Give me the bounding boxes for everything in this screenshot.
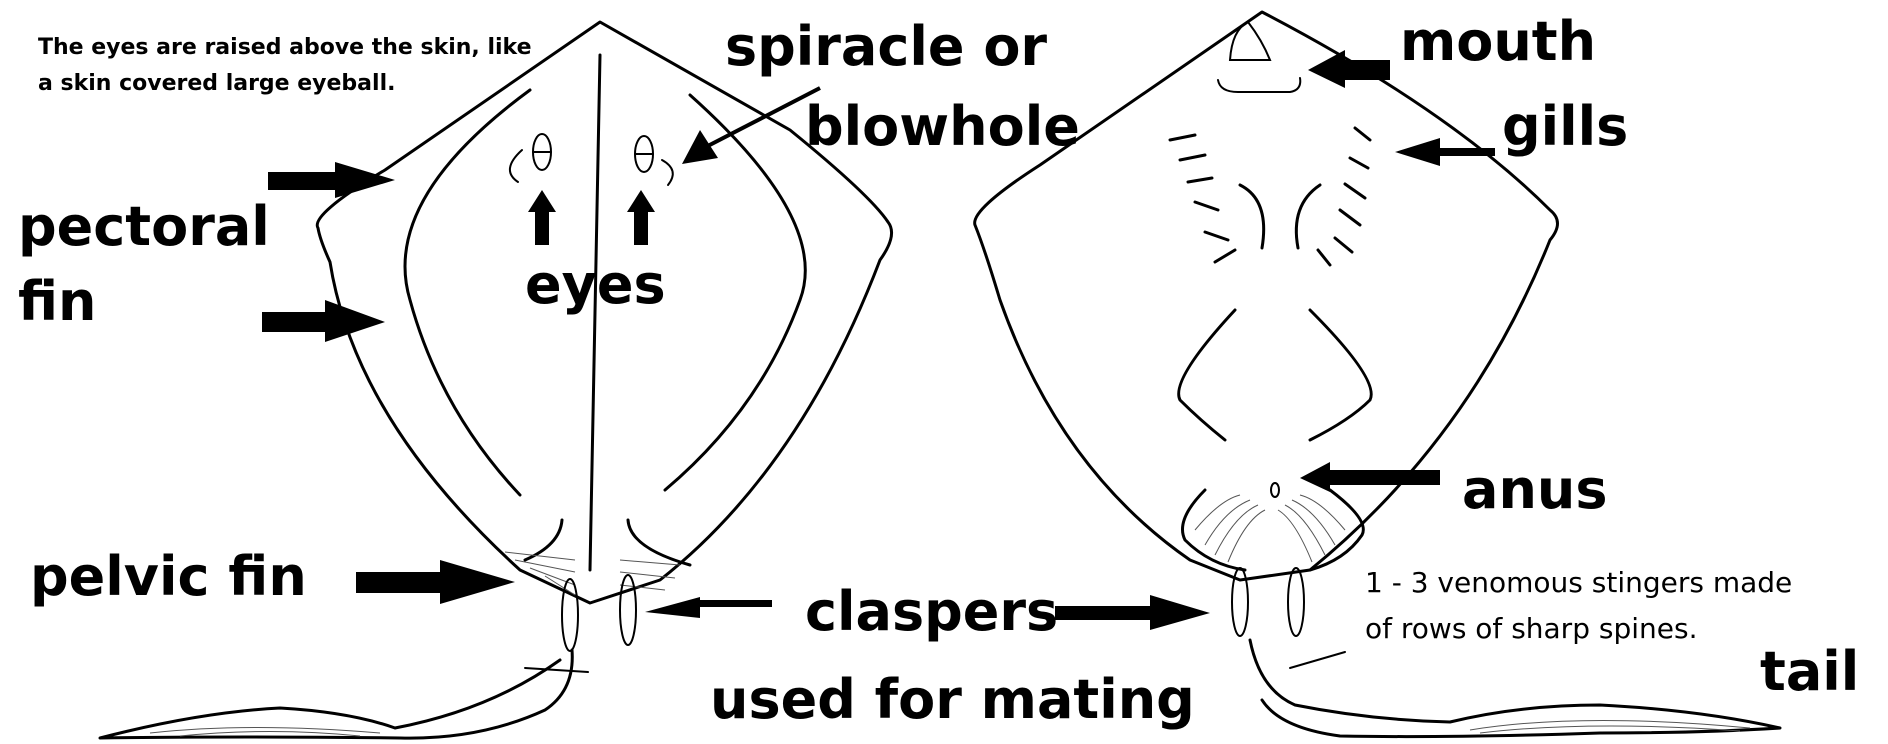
spiracle-label-line2: blowhole xyxy=(805,95,1080,158)
dorsal-pelvic-right xyxy=(628,520,690,565)
dorsal-spiracle-right xyxy=(662,160,673,185)
eye-arrow-left xyxy=(528,190,556,245)
spiracle-arrow-head xyxy=(682,130,718,164)
eye-arrow-right xyxy=(627,190,655,245)
ventral-tail xyxy=(1250,640,1780,737)
pectoral-fin-label-line1: pectoral xyxy=(18,195,270,258)
mouth-label: mouth xyxy=(1400,10,1596,73)
stingers-note-line2: of rows of sharp spines. xyxy=(1365,612,1697,645)
dorsal-tail xyxy=(100,650,572,738)
eyes-note-line2: a skin covered large eyeball. xyxy=(38,71,395,96)
stingers-note-line1: 1 - 3 venomous stingers made xyxy=(1365,566,1792,599)
mouth-arrow xyxy=(1308,50,1390,88)
dorsal-inner-left-curve xyxy=(405,90,530,495)
ventral-clasper-right xyxy=(1288,568,1304,636)
dorsal-spiracle-left xyxy=(510,150,522,182)
ventral-anus xyxy=(1271,483,1279,497)
gills-label: gills xyxy=(1502,95,1628,158)
dorsal-view-ray xyxy=(100,22,892,738)
eyes-note-line1: The eyes are raised above the skin, like xyxy=(38,35,532,60)
claspers-arrow-right xyxy=(1055,595,1210,630)
ventral-pelvic-hatching xyxy=(1195,495,1345,562)
ventral-gill-slits xyxy=(1170,128,1370,265)
pectoral-arrow-lower xyxy=(262,300,385,342)
gills-arrow xyxy=(1395,138,1495,166)
ventral-pelvic-left xyxy=(1183,490,1246,570)
dorsal-pelvic-left xyxy=(525,520,562,560)
pectoral-arrow-upper xyxy=(268,162,395,198)
anus-arrow xyxy=(1300,462,1440,492)
pelvic-fin-label: pelvic fin xyxy=(30,545,307,608)
pectoral-fin-label-line2: fin xyxy=(18,270,96,333)
ventral-abdomen-left xyxy=(1179,310,1235,440)
anus-label: anus xyxy=(1462,458,1607,521)
dorsal-clasper-left xyxy=(562,579,578,651)
claspers-arrow-left xyxy=(645,597,772,618)
used-for-mating-label: used for mating xyxy=(710,668,1195,731)
claspers-label: claspers xyxy=(805,580,1058,643)
eyes-label: eyes xyxy=(525,253,666,316)
ventral-clasper-left xyxy=(1232,568,1248,636)
tail-label: tail xyxy=(1760,640,1859,703)
dorsal-inner-right-curve xyxy=(665,95,805,490)
ventral-abdomen-right xyxy=(1310,310,1371,440)
pelvic-fin-arrow xyxy=(356,560,515,604)
spiracle-label-line1: spiracle or xyxy=(725,15,1047,78)
